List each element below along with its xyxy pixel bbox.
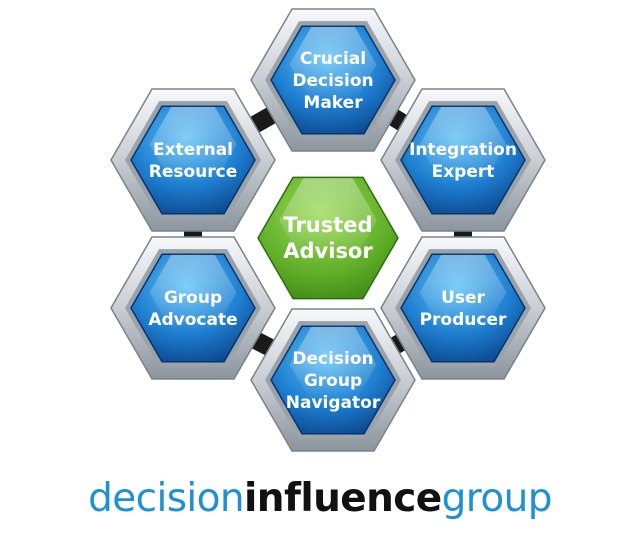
hexagon-label-line: Integration [409,140,517,160]
logo-part-decision: decision [88,476,245,521]
hexagon-gloss [419,254,507,331]
company-logo: decisioninfluencegroup [0,474,640,524]
hexagon-label-line: Maker [303,93,363,113]
hexagon-label-line: Expert [432,162,495,182]
hexagon-gloss [289,326,377,403]
hexagon-label-line: Trusted [283,213,372,237]
hexagon-label-line: User [441,288,485,308]
hexagon-label-line: Decision [292,71,373,91]
hexagon-label-line: Crucial [300,49,366,69]
logo-part-group: group [441,476,553,521]
hexagon-label-line: Navigator [286,393,381,413]
hexagon-label-line: Decision [292,349,373,369]
hexagon-label-line: Group [164,288,222,308]
hexagon-gloss [419,106,507,183]
hexagon-label-line: Producer [420,310,507,330]
hexagon-gloss [149,106,237,183]
hexagon-label-line: Advisor [283,239,373,263]
logo-part-influence: influence [244,476,442,521]
hexagon-gloss [149,254,237,331]
hexagon-gloss [289,26,377,103]
hexagon-label-line: Group [304,371,362,391]
hexagon-label-line: External [153,140,233,160]
hexagon-gloss [279,178,377,263]
hexagon-label-line: Resource [149,162,238,182]
hexagon-label-line: Advocate [148,310,237,330]
